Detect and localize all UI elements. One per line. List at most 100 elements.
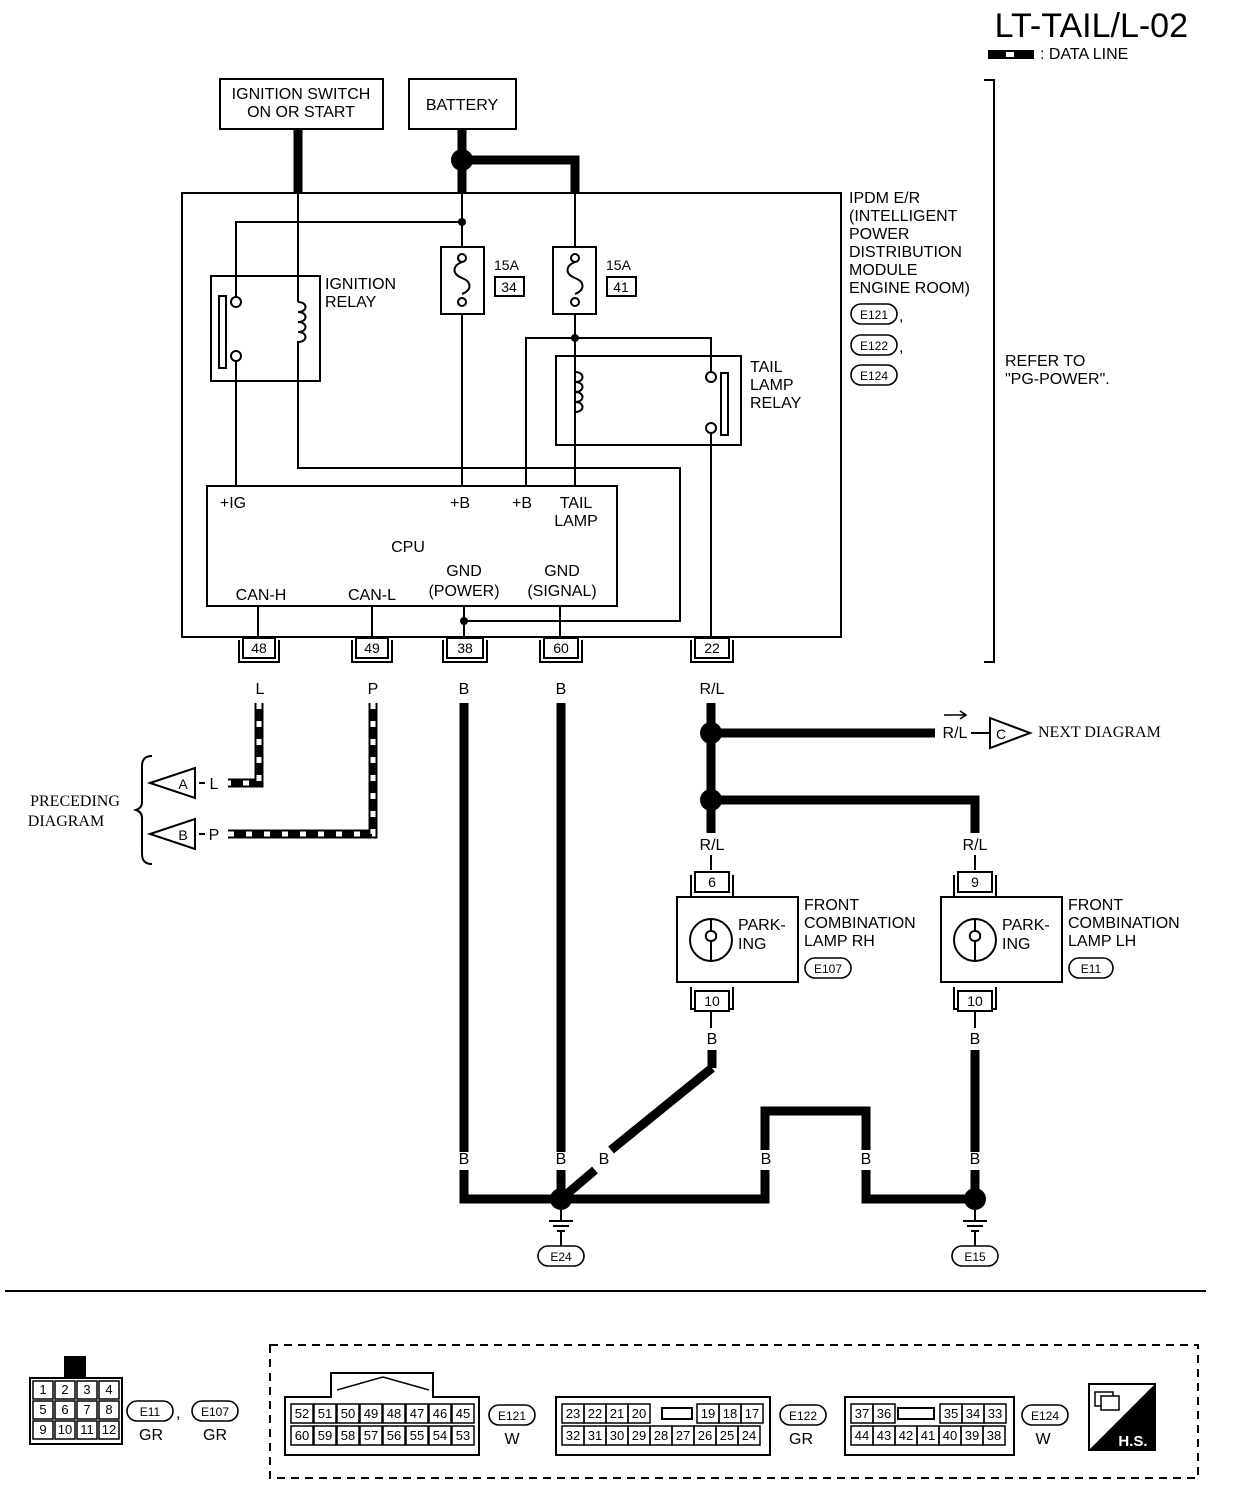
svg-text:IGNITION: IGNITION [325, 276, 396, 293]
svg-text:PARK-: PARK- [738, 917, 786, 934]
small-connector-pin-cell [54, 1400, 76, 1420]
svg-text:DISTRIBUTION: DISTRIBUTION [849, 244, 962, 261]
battery-branch-wire [462, 155, 580, 193]
e121-pin-cell [451, 1425, 475, 1446]
svg-text:41: 41 [613, 279, 629, 295]
svg-text:60: 60 [553, 640, 569, 656]
e122-pin-label: 31 [588, 1428, 602, 1443]
svg-text:E107: E107 [201, 1405, 229, 1419]
svg-text:CAN-L: CAN-L [348, 587, 396, 604]
e121-pin-cell [405, 1403, 429, 1424]
svg-text:TAIL: TAIL [560, 495, 593, 512]
e124-pin-label: 38 [987, 1428, 1001, 1443]
refer-text: REFER TO [1005, 353, 1085, 370]
small-connector-pin-cell [76, 1380, 98, 1400]
small-connector-pin-cell [98, 1400, 120, 1420]
svg-text:10: 10 [967, 993, 983, 1009]
svg-text:E107: E107 [814, 962, 842, 976]
svg-text:48: 48 [251, 640, 267, 656]
e121-pin-label: 55 [410, 1428, 424, 1443]
e124-pin-cell [983, 1403, 1007, 1424]
e122-pin-label: 28 [654, 1428, 668, 1443]
tail-lamp-wires [706, 703, 980, 833]
svg-text:(INTELLIGENT: (INTELLIGENT [849, 208, 958, 225]
ipdm-title: IPDM E/R (INTELLIGENT POWER DISTRIBUTION… [849, 190, 970, 297]
svg-text:34: 34 [501, 279, 517, 295]
e124-pin-label: 41 [921, 1428, 935, 1443]
harness-side-icon: H.S. [1088, 1383, 1156, 1451]
svg-text:GR: GR [789, 1431, 813, 1448]
svg-text:(POWER): (POWER) [428, 583, 499, 600]
svg-text:,: , [176, 1405, 180, 1422]
wire-color-l: L [256, 681, 265, 698]
wire-color-p: P [368, 681, 379, 698]
e121-pin-label: 52 [295, 1406, 309, 1421]
svg-text:LAMP LH: LAMP LH [1068, 933, 1136, 950]
svg-text:C: C [996, 726, 1006, 742]
terminal-22: 22 [690, 637, 734, 663]
preceding-label-2: DIAGRAM [28, 813, 104, 830]
refer-text-2: "PG-POWER". [1005, 371, 1110, 388]
e121-pin-cell [313, 1425, 337, 1446]
wire-color-b: B [459, 681, 470, 698]
small-connector-pin-cell [54, 1420, 76, 1440]
e121-pin-cell [382, 1425, 406, 1446]
svg-text:,: , [899, 308, 903, 325]
svg-text:CAN-H: CAN-H [236, 587, 287, 604]
e124-pin-cell [872, 1403, 896, 1424]
e121-pin-cell [359, 1403, 383, 1424]
small-connector-pin-cell [54, 1380, 76, 1400]
e122-pin-label: 21 [610, 1406, 624, 1421]
e122-pin-label: 23 [566, 1406, 580, 1421]
small-connector-pin-label: 6 [61, 1402, 68, 1417]
svg-text:W: W [1035, 1431, 1051, 1448]
wire-color-b: B [970, 1031, 981, 1048]
e121-pin-label: 60 [295, 1428, 309, 1443]
splice [700, 789, 722, 811]
e122-pin-label: 27 [676, 1428, 690, 1443]
e124-pin-label: 35 [944, 1406, 958, 1421]
svg-text:GR: GR [139, 1427, 163, 1444]
svg-text:E124: E124 [1031, 1409, 1059, 1423]
can-data-lines [228, 703, 378, 839]
tail-lamp-relay: TAIL LAMP RELAY [555, 355, 802, 446]
wire-color-b: B [459, 1151, 470, 1168]
ignition-relay: IGNITION RELAY [210, 275, 396, 382]
small-connector-pin-label: 11 [80, 1422, 94, 1437]
wire-color-l-offpage: L [210, 776, 219, 793]
svg-text:E124: E124 [860, 369, 888, 383]
svg-text:49: 49 [364, 640, 380, 656]
e124-pin-label: 33 [988, 1406, 1002, 1421]
terminal-48: 48 [238, 637, 280, 663]
svg-text:E15: E15 [964, 1250, 986, 1264]
e121-pin-cell [382, 1403, 406, 1424]
wire-color-b: B [970, 1151, 981, 1168]
arrow-icon [944, 710, 968, 720]
svg-text:CPU: CPU [391, 539, 425, 556]
junction-dot [460, 617, 468, 625]
wire-color-b: B [556, 1151, 567, 1168]
small-connector-pin-label: 9 [39, 1422, 46, 1437]
terminal-49: 49 [351, 637, 393, 663]
svg-text:E11: E11 [1081, 962, 1102, 976]
wire-color-b: B [556, 681, 567, 698]
e121-pin-label: 49 [364, 1406, 378, 1421]
e121-pin-label: 47 [410, 1406, 424, 1421]
e121-pin-cell [428, 1403, 452, 1424]
svg-text:MODULE: MODULE [849, 262, 917, 279]
e124-pin-label: 40 [943, 1428, 957, 1443]
svg-text:(SIGNAL): (SIGNAL) [527, 583, 596, 600]
svg-text:FRONT: FRONT [1068, 897, 1123, 914]
svg-text:ENGINE ROOM): ENGINE ROOM) [849, 280, 970, 297]
e121-pin-cell [336, 1403, 360, 1424]
svg-text:+B: +B [450, 495, 470, 512]
e122-pin-label: 26 [698, 1428, 712, 1443]
e121-pin-cell [290, 1425, 314, 1446]
wire-color-rl: R/L [700, 681, 725, 698]
e121-pin-label: 58 [341, 1428, 355, 1443]
wire-color-rl: R/L [963, 837, 988, 854]
